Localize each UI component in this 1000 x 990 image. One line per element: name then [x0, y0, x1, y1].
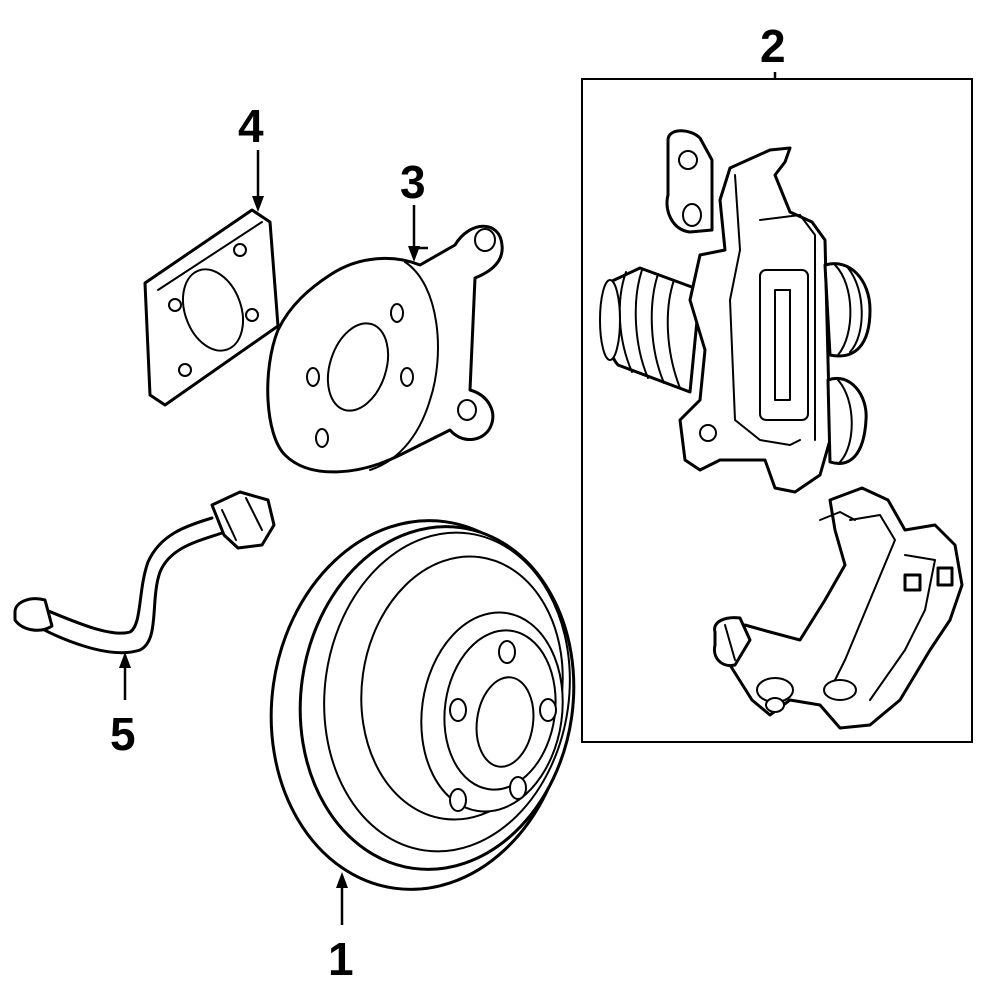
brake-rotor[interactable] [248, 501, 596, 909]
callout-arrows [119, 150, 428, 925]
callout-5: 5 [110, 708, 136, 760]
gasket[interactable] [143, 208, 280, 407]
caliper-group-box [581, 78, 973, 743]
wear-sensor[interactable] [13, 490, 276, 655]
caliper-housing [599, 129, 872, 494]
splash-shield[interactable] [266, 224, 504, 474]
callout-1: 1 [328, 933, 354, 985]
callout-2: 2 [760, 20, 786, 72]
caliper-assembly[interactable] [581, 72, 973, 743]
callout-3: 3 [400, 156, 426, 208]
callout-4: 4 [238, 100, 264, 152]
caliper-bracket [712, 486, 964, 730]
